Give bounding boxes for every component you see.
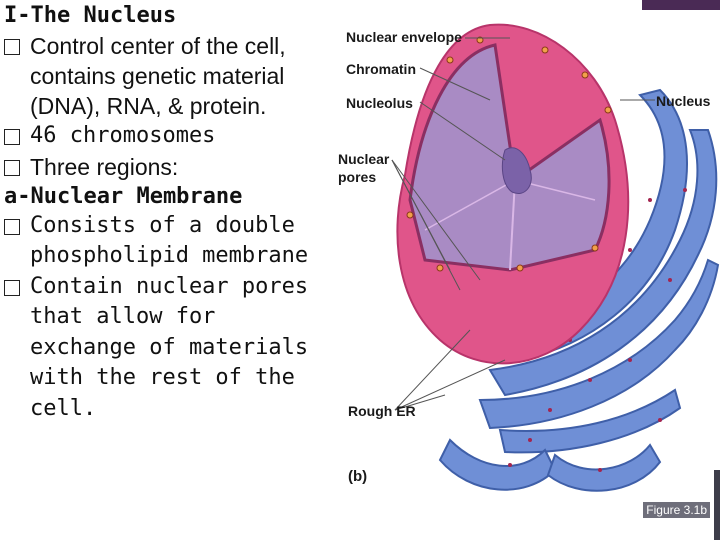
bullet-text: Three regions: xyxy=(30,153,179,180)
label-nuclear-pores-line2: pores xyxy=(338,169,377,185)
right-edge-accent xyxy=(714,470,720,540)
label-nuclear-envelope: Nuclear envelope xyxy=(346,29,462,45)
bullet-text: Consists of a double phospholipid membra… xyxy=(30,212,309,269)
nucleolus-shape xyxy=(501,147,532,194)
bullet-text: 46 chromosomes xyxy=(30,123,216,148)
bullet-box-icon xyxy=(4,159,20,176)
slide-heading: I-The Nucleus xyxy=(4,3,177,28)
bullet-box-icon xyxy=(4,129,20,145)
slide-text: I-The Nucleus Control center of the cell… xyxy=(4,2,324,424)
nuclear-pore-marks xyxy=(406,36,612,272)
nucleus-illustration xyxy=(391,23,720,492)
bullet-nuclear-pores: Contain nuclear pores that allow for exc… xyxy=(4,272,330,425)
bullet-control-center: Control center of the cell, contains gen… xyxy=(4,31,322,121)
label-rough-er: Rough ER xyxy=(348,403,416,419)
subheading-nuclear-membrane: a-Nuclear Membrane xyxy=(4,183,243,209)
bullet-three-regions: Three regions: xyxy=(4,152,324,182)
bullet-text: Control center of the cell, contains gen… xyxy=(30,33,286,119)
figure-caption: Figure 3.1b xyxy=(643,502,710,518)
bullet-chromosomes: 46 chromosomes xyxy=(4,121,324,152)
label-chromatin: Chromatin xyxy=(346,61,416,77)
label-leader-lines xyxy=(391,37,655,411)
bullet-box-icon xyxy=(4,279,20,296)
label-panel-b: (b) xyxy=(348,468,368,485)
label-nuclear-pores-line1: Nuclear xyxy=(338,151,390,167)
label-nucleolus: Nucleolus xyxy=(346,95,413,111)
label-nucleus: Nucleus xyxy=(656,93,711,109)
bullet-text: Contain nuclear pores that allow for exc… xyxy=(30,273,309,421)
bullet-box-icon xyxy=(4,39,20,55)
bullet-box-icon xyxy=(4,218,20,235)
bullet-double-membrane: Consists of a double phospholipid membra… xyxy=(4,211,320,272)
nucleus-figure: Nuclear envelope Chromatin Nucleolus Nuc… xyxy=(330,0,720,540)
corner-accent-bar xyxy=(642,0,720,10)
